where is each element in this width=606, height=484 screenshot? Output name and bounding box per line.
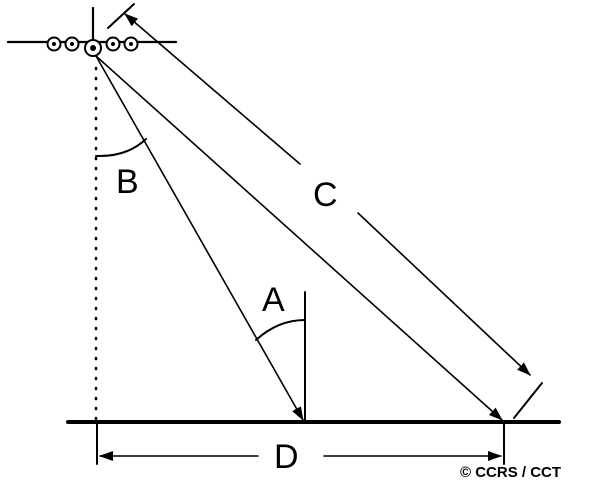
ray-far [95, 55, 503, 421]
dimension-d [96, 423, 505, 465]
angle-a-arc [255, 319, 306, 341]
ray-to-a [95, 55, 304, 421]
label-c: C [313, 176, 338, 214]
label-a: A [262, 281, 285, 319]
label-b: B [116, 163, 139, 201]
copyright-credit: © CCRS / CCT [460, 464, 561, 481]
angle-b-arc [95, 138, 147, 158]
dimension-c [107, 3, 543, 419]
aircraft-icon [6, 6, 178, 57]
label-d: D [274, 438, 299, 476]
